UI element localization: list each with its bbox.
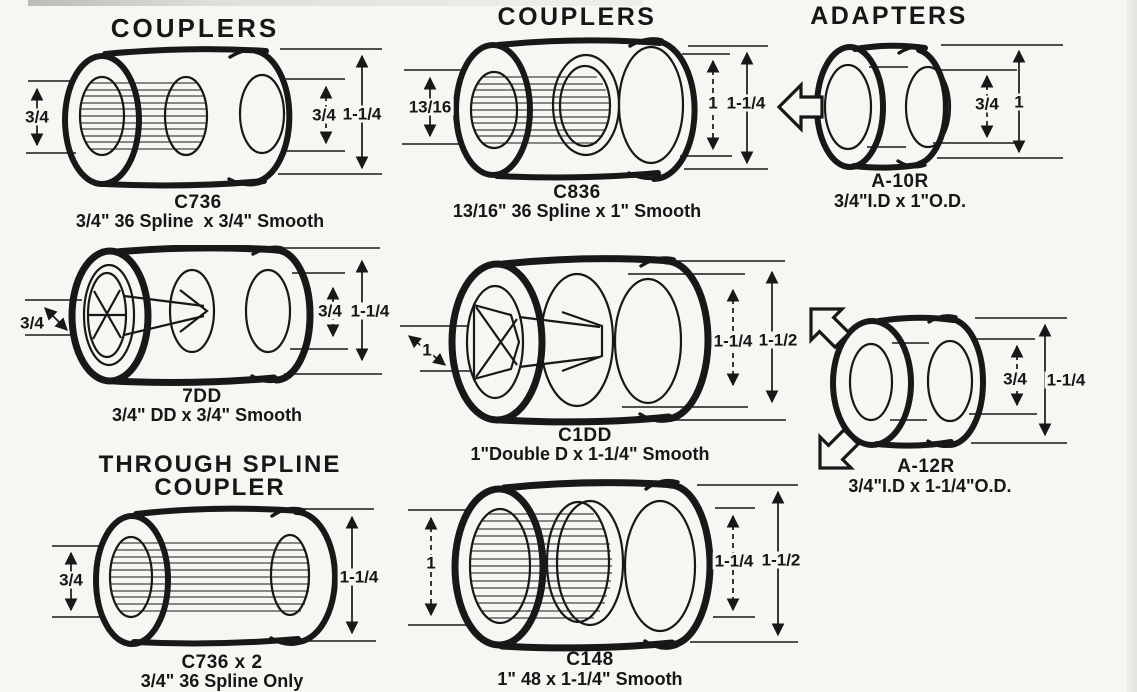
dim-outer: 1-1/2: [759, 550, 803, 570]
dim-bore-left: 3/4: [57, 570, 85, 590]
dim-bore-right: 1: [706, 93, 720, 113]
part-description: 3/4" 36 Spline x 3/4" Smooth: [75, 211, 325, 231]
dim-outer: 1-1/4: [337, 567, 381, 587]
scan-artifact-right-edge: [1127, 0, 1137, 692]
lower-left-block-arrow-icon: [818, 427, 861, 470]
panel-c836: 13/16 1 1-1/4 C836 13/16" 36 Spline x 1"…: [400, 32, 790, 227]
7dd-double-d-coupler-drawing: [25, 245, 382, 386]
part-description: 1" 48 x 1-1/4" Smooth: [497, 669, 683, 689]
header-through-spline: THROUGH SPLINE COUPLER: [60, 451, 380, 501]
left-block-arrow-icon: [776, 81, 824, 133]
dim-outer: 1-1/4: [340, 104, 384, 124]
dim-outer: 1-1/4: [348, 301, 392, 321]
scan-artifact-top-edge: [28, 0, 643, 6]
header-adapters: ADAPTERS: [810, 2, 968, 30]
panel-c736: 3/4 3/4 1-1/4 C736 3/4" 36 Spline x 3/4"…: [10, 42, 400, 232]
a10r-adapter-drawing: [776, 42, 1063, 171]
dim-outer-diameter: 1: [1012, 92, 1026, 112]
dim-outer-diameter: 1-1/4: [1044, 370, 1088, 390]
part-description: 3/4" DD x 3/4" Smooth: [111, 405, 303, 425]
part-number: A-10R: [871, 171, 929, 192]
dim-outer: 1-1/4: [724, 93, 768, 113]
part-number: C736: [174, 192, 222, 213]
part-number: C148: [566, 649, 614, 670]
dim-bore-left: 3/4: [23, 107, 51, 127]
part-description: 13/16" 36 Spline x 1" Smooth: [452, 201, 702, 221]
part-number: C1DD: [558, 425, 612, 446]
part-description: 3/4"I.D x 1"O.D.: [833, 191, 967, 211]
dim-bore-left: 13/16: [406, 97, 454, 117]
header-couplers-left: COUPLERS: [110, 13, 280, 43]
header-couplers-middle: COUPLERS: [497, 3, 657, 31]
panel-c736x2: 3/4 1-1/4 C736 x 2 3/4" 36 Spline Only: [10, 500, 430, 692]
dim-bore-left: 1: [424, 553, 438, 573]
dim-inner-diameter: 3/4: [973, 94, 1001, 114]
part-description: 1"Double D x 1-1/4" Smooth: [470, 444, 710, 464]
dim-bore-left: 3/4: [18, 313, 46, 333]
part-number: 7DD: [182, 386, 222, 407]
dim-outer: 1-1/2: [756, 330, 800, 350]
part-number: C736 x 2: [181, 652, 263, 673]
upper-left-block-arrow-icon: [809, 307, 852, 350]
panel-c1dd: 1 1-1/4 1-1/2 C1DD 1"Double D x 1-1/4" S…: [400, 255, 820, 470]
dim-bore-right: 3/4: [316, 301, 344, 321]
c836-spline-coupler-drawing: [402, 37, 768, 182]
header-through-spline-line1: THROUGH SPLINE: [98, 451, 342, 478]
panel-a10r: 3/4 1 A-10R 3/4"I.D x 1"O.D.: [775, 28, 1137, 218]
panel-a12r: 3/4 1-1/4 A-12R 3/4"I.D x 1-1/4"O.D.: [795, 295, 1137, 500]
dim-bore-left: 1: [420, 340, 434, 360]
part-number: C836: [553, 182, 601, 203]
dim-inner-diameter: 3/4: [1001, 369, 1029, 389]
part-number: A-12R: [897, 456, 955, 477]
part-description: 3/4"I.D x 1-1/4"O.D.: [848, 476, 1012, 496]
panel-7dd: 3/4 3/4 1-1/4 7DD 3/4" DD x 3/4" Smooth: [10, 245, 410, 430]
dim-bore-right: 1-1/4: [711, 331, 755, 351]
part-description: 3/4" 36 Spline Only: [140, 671, 304, 691]
header-through-spline-line2: COUPLER: [154, 474, 286, 501]
dim-bore-right: 1-1/4: [712, 551, 756, 571]
panel-c148: 1 1-1/4 1-1/2 C148 1" 48 x 1-1/4" Smooth: [400, 470, 820, 692]
c736x2-through-spline-coupler-drawing: [52, 505, 376, 647]
a12r-adapter-drawing: [809, 307, 1067, 470]
dim-bore-right: 3/4: [310, 105, 338, 125]
